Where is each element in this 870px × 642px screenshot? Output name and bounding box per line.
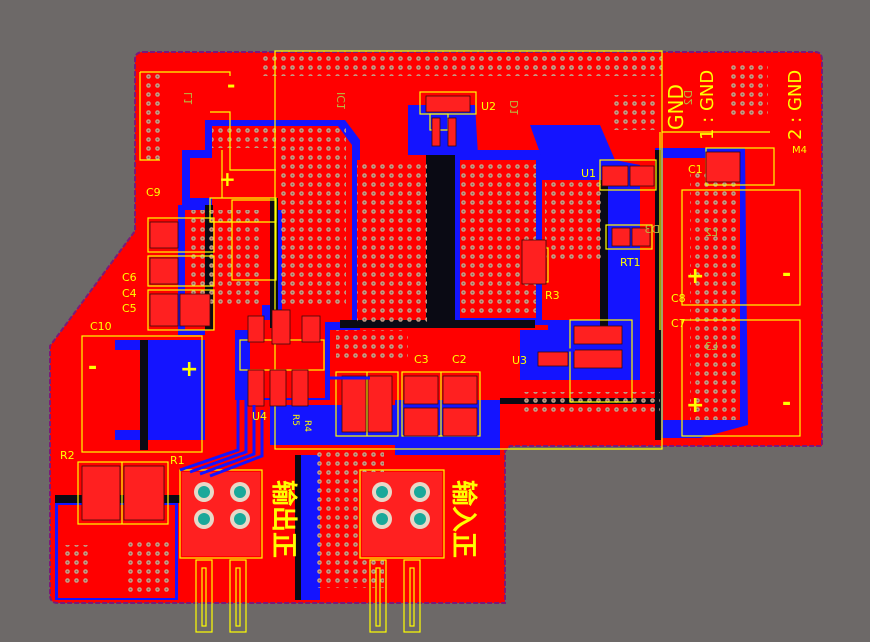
rt1-outline	[605, 224, 653, 250]
label-c2: C2	[452, 353, 467, 366]
label-u3: U3	[512, 354, 527, 367]
label-m4: M4	[792, 145, 807, 156]
r2-outline	[77, 461, 169, 525]
label-u1: U1	[581, 167, 596, 180]
plus-mark-c10: +	[180, 357, 198, 382]
label-c10: C10	[90, 320, 112, 333]
label-r4: R4	[302, 420, 312, 432]
label-r1: R1	[170, 454, 185, 467]
component-labels: C1 C2 C3 C4 C5 C6 C7 C8 C9 C10 R1 R2 R3 …	[60, 100, 807, 467]
via-fields	[62, 56, 768, 592]
label-d1: D1	[508, 100, 521, 115]
input-connector-outline	[359, 469, 445, 559]
label-r2: R2	[60, 449, 75, 462]
minus-mark-c10: -	[88, 355, 97, 380]
label-c6: C6	[122, 271, 137, 284]
input-connector	[362, 472, 442, 556]
output-connector-label: 输出正	[268, 480, 299, 558]
gnd-pin1-label: 1 : GND	[697, 70, 718, 140]
label-c8: C8	[671, 292, 686, 305]
input-connector-label: 输入正	[448, 480, 479, 558]
main-module-outline	[274, 50, 663, 450]
plus-mark-c7: +	[686, 393, 704, 418]
label-c3: C3	[414, 353, 429, 366]
label-u2: U2	[481, 100, 496, 113]
minus-mark-c7: -	[782, 391, 791, 416]
minus-mark-c8: -	[782, 262, 791, 287]
label-d2: D2	[682, 90, 695, 105]
c7-outline	[681, 319, 801, 437]
plus-mark-c9: +	[219, 167, 236, 191]
silkscreen-outlines	[77, 50, 801, 633]
label-l1: L1	[182, 92, 195, 105]
minus-mark-top: -	[227, 73, 235, 97]
mirrored-labels: L1 IC1 D1 D2 L2 L3 D3	[182, 90, 718, 353]
plus-mark-c8: +	[686, 264, 704, 289]
label-r3: R3	[545, 289, 560, 302]
c8-outline	[681, 189, 801, 306]
label-rt1: RT1	[620, 256, 641, 269]
label-d3: D3	[645, 223, 660, 236]
polarity-marks: + - + - + - + -	[88, 73, 791, 418]
traces	[179, 348, 575, 478]
label-c4: C4	[122, 287, 137, 300]
label-c5: C5	[122, 302, 137, 315]
label-r5: R5	[290, 414, 300, 426]
gnd-pin2-label: 2 : GND	[785, 70, 806, 140]
smd-pads	[81, 95, 741, 521]
label-u4: U4	[252, 410, 267, 423]
gnd-labels: GND 1 : GND 2 : GND	[664, 70, 806, 140]
output-connector	[182, 472, 260, 556]
u1-outline	[599, 159, 657, 191]
connector-labels: 输出正 输入正	[268, 480, 479, 558]
label-c9: C9	[146, 186, 161, 199]
label-c1: C1	[688, 163, 703, 176]
output-connector-outline	[179, 469, 263, 559]
gnd-main-label: GND	[664, 84, 688, 130]
c10-outline	[81, 335, 203, 453]
label-l3: L3	[705, 340, 718, 353]
label-ic1: IC1	[335, 92, 348, 110]
label-l2: L2	[705, 226, 718, 239]
label-c7: C7	[671, 317, 686, 330]
